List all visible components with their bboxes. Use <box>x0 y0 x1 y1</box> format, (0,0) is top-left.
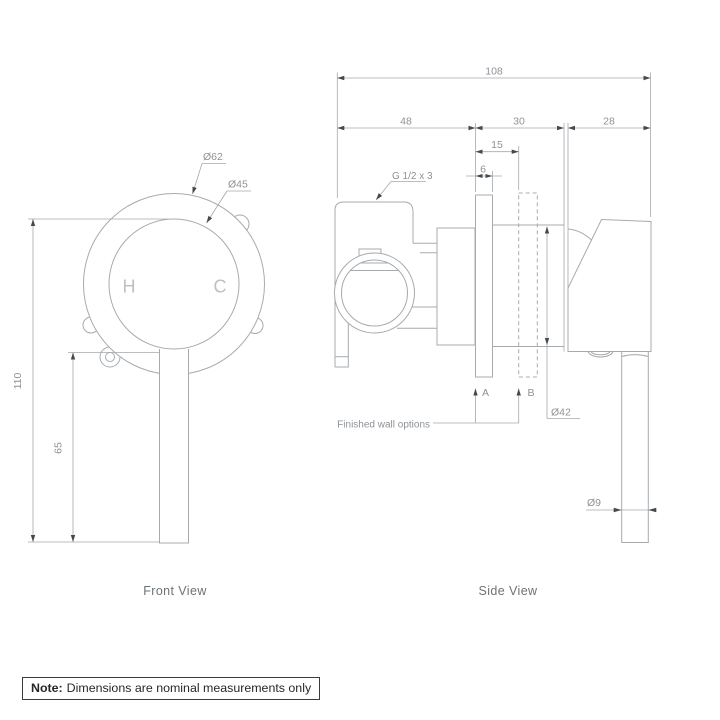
side-lever <box>621 351 649 543</box>
dim-48-label: 48 <box>400 116 412 128</box>
dim-dia42: Ø42 <box>544 226 580 419</box>
leader-thread: G 1/2 x 3 <box>375 171 433 201</box>
dim-30-label: 30 <box>513 116 525 128</box>
dia45-label: Ø45 <box>228 179 248 191</box>
side-wall-option-b <box>518 192 538 378</box>
wall-options-callout: A B Finished wall options <box>337 387 534 431</box>
side-pivot-dome-outer <box>587 351 614 358</box>
thread-label: G 1/2 x 3 <box>392 171 433 182</box>
dim-15-label: 15 <box>491 139 503 151</box>
dim-65-label: 65 <box>53 442 65 454</box>
side-view-drawing: 108 48 30 28 15 6 <box>334 66 657 598</box>
side-cartridge <box>436 227 476 346</box>
dim-108: 108 <box>337 66 651 81</box>
dim-28-label: 28 <box>603 116 615 128</box>
dim-110: 110 <box>12 218 168 543</box>
dia42-label: Ø42 <box>551 407 571 419</box>
side-view-caption: Side View <box>479 584 539 598</box>
dim-65: 65 <box>53 352 160 542</box>
dim-28: 28 <box>568 116 651 131</box>
dim-110-label: 110 <box>12 372 24 389</box>
front-view-drawing: H C Ø62 Ø45 110 65 Front View <box>12 151 265 598</box>
side-handle-body <box>567 218 652 352</box>
wall-note-label: Finished wall options <box>337 420 430 431</box>
dim-48: 48 <box>337 116 476 131</box>
cold-marking: C <box>214 277 227 297</box>
dia62-label: Ø62 <box>203 151 223 163</box>
dim-30: 30 <box>475 116 564 131</box>
option-a-label: A <box>482 387 489 399</box>
dim-6-label: 6 <box>480 164 486 176</box>
side-port-outer <box>334 252 415 334</box>
note-label: Note: <box>31 681 63 695</box>
dim-6: 6 <box>466 164 502 178</box>
front-dial-circle <box>108 218 240 350</box>
leader-dia45: Ø45 <box>206 179 251 224</box>
front-lever-outline <box>159 349 189 544</box>
front-backplate-circle <box>83 193 265 375</box>
dim-dia9: Ø9 <box>586 497 657 513</box>
side-port-inner <box>341 259 408 327</box>
option-b-label: B <box>527 387 534 399</box>
side-body-outline <box>334 201 414 367</box>
side-wall-plate-a <box>475 194 493 378</box>
note-box: Note:Dimensions are nominal measurements… <box>22 677 321 700</box>
side-pivot-dome-inner <box>590 351 611 356</box>
dim-108-label: 108 <box>485 66 503 78</box>
front-view-caption: Front View <box>143 584 207 598</box>
side-lever-top-arc <box>621 354 649 357</box>
dia9-label: Ø9 <box>587 497 601 509</box>
side-handle-shoulder-arc <box>567 228 593 241</box>
side-body-leg <box>335 322 349 368</box>
front-lever-fill <box>159 348 189 543</box>
dim-15: 15 <box>475 139 519 154</box>
leader-dia62: Ø62 <box>192 151 226 195</box>
hot-marking: H <box>123 277 136 297</box>
note-text: Dimensions are nominal measurements only <box>66 681 312 695</box>
